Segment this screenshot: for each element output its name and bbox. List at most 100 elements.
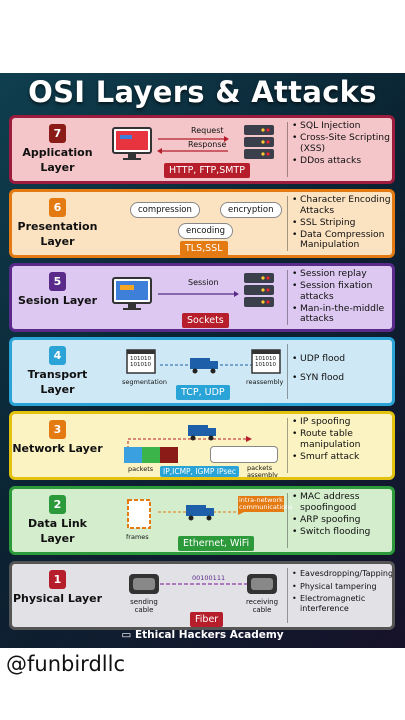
compression-pill: compression [130, 202, 200, 218]
segmentation-label: segmentation [122, 378, 167, 386]
packets-icon [124, 447, 178, 463]
attack-item: Route table manipulation [292, 428, 392, 450]
protocol-badge: IP,ICMP, IGMP IPsec [160, 466, 239, 477]
layer-name: Sesion Layer [17, 294, 98, 307]
attack-item: ARP spoofing [292, 514, 392, 526]
handle-watermark: @funbirdllc [6, 652, 125, 676]
layer-physical: 1 Physical Layer 00100111 sending cable … [9, 561, 395, 630]
server-icon [244, 125, 274, 159]
layer-number: 2 [49, 495, 66, 514]
layer-transport: 4 Transport Layer 101010 101010 segmenta… [9, 337, 395, 406]
divider [287, 196, 288, 251]
monitor-icon [112, 127, 152, 160]
footer-text: Ethical Hackers Academy [134, 629, 284, 641]
binary-text: 101010 [255, 356, 276, 362]
layer-data-link: 2 Data Link Layer frames intra-network c… [9, 486, 395, 555]
receiving-cable-label: receiving cable [245, 598, 279, 614]
layer-name: Application Layer [22, 146, 93, 174]
route-line [127, 436, 252, 449]
divider [287, 493, 288, 548]
attack-list: Session replay Session fixation attacks … [292, 268, 392, 326]
attack-item: SQL Injection [292, 120, 392, 132]
truck-icon [188, 425, 216, 441]
session-arrow [158, 291, 239, 297]
attack-list: SQL Injection Cross-Site Scripting (XSS)… [292, 120, 392, 168]
divider [287, 418, 288, 473]
attack-item: Smurf attack [292, 451, 392, 463]
attack-item: Switch flooding [292, 526, 392, 538]
layer-network: 3 Network Layer packets IP,ICMP, IGMP IP… [9, 411, 395, 480]
monitor-icon: ▭ [121, 629, 132, 641]
server-icon [244, 273, 274, 307]
attack-item: DDos attacks [292, 155, 392, 167]
attack-item: Man-in-the-middle attacks [292, 303, 392, 325]
attack-item: UDP flood [292, 353, 392, 365]
transport-diagram: 101010 101010 segmentation 101010 101010… [106, 343, 284, 400]
request-label: Request [191, 126, 224, 135]
physical-diagram: 00100111 sending cable receiving cable F… [106, 567, 282, 627]
attack-item: Cross-Site Scripting (XSS) [292, 132, 392, 154]
request-arrow [157, 136, 229, 154]
session-diagram: Session Sockets [106, 269, 282, 328]
encoding-pill: encoding [178, 223, 234, 239]
protocol-badge: HTTP, FTP,SMTP [164, 163, 250, 178]
network-diagram: packets IP,ICMP, IGMP IPsec packets asse… [106, 417, 282, 477]
poster: OSI Layers & Attacks 7 Application Layer… [0, 73, 405, 648]
attack-list: Eavesdropping/Tapping Physical tampering… [292, 569, 392, 616]
divider [287, 270, 288, 325]
attack-item: Physical tampering [292, 582, 392, 592]
layer-name: Transport Layer [27, 368, 88, 396]
layer-session: 5 Sesion Layer Session Sockets Se [9, 263, 395, 332]
connector-icon [247, 574, 277, 594]
data-window-icon [251, 349, 281, 374]
intra-network-label: intra-network communications [238, 496, 293, 512]
layer-number: 5 [49, 272, 66, 291]
layer-name: Presentation Layer [17, 220, 98, 248]
binary-text: 101010 [130, 362, 151, 368]
attack-item: SYN flood [292, 372, 392, 384]
attack-list: UDP flood SYN flood [292, 353, 392, 385]
application-diagram: Request Response HTTP, FTP,SMTP [106, 121, 282, 178]
layer-name: Data Link Layer [28, 517, 87, 545]
layer-name: Physical Layer [12, 592, 103, 605]
attack-item: Session replay [292, 268, 392, 280]
presentation-diagram: compression encryption encoding TLS,SSL [106, 195, 282, 255]
binary-text: 101010 [255, 362, 276, 368]
encryption-pill: encryption [220, 202, 282, 218]
protocol-badge: Ethernet, WiFi [178, 536, 255, 551]
poster-title: OSI Layers & Attacks [28, 75, 377, 109]
attack-item: Electromagnetic interference [292, 594, 392, 613]
reassembly-label: reassembly [246, 378, 284, 386]
layer-application: 7 Application Layer Request Response [9, 115, 395, 184]
truck-icon [158, 505, 244, 521]
data-link-diagram: frames intra-network communications Ethe… [106, 492, 293, 551]
layer-presentation: 6 Presentation Layer compression encrypt… [9, 189, 395, 258]
assembled-packet [210, 446, 278, 463]
packets-label: packets [128, 465, 154, 473]
bits-label: 00100111 [190, 574, 228, 582]
protocol-badge: TLS,SSL [180, 241, 228, 255]
divider [287, 344, 288, 399]
session-label: Session [188, 278, 219, 287]
attack-list: IP spoofing Route table manipulation Smu… [292, 416, 392, 464]
monitor-icon [112, 277, 152, 310]
attack-item: Character Encoding Attacks [292, 194, 392, 216]
data-window-icon [126, 349, 156, 374]
attack-item: IP spoofing [292, 416, 392, 428]
binary-text: 101010 [130, 356, 151, 362]
attack-item: SSL Striping [292, 217, 392, 229]
attack-item: Data Compression Manipulation [292, 229, 392, 251]
attack-list: Character Encoding Attacks SSL Striping … [292, 194, 392, 252]
protocol-badge: Sockets [182, 313, 229, 328]
protocol-badge: Fiber [190, 612, 224, 627]
attack-item: MAC address spoofingood [292, 491, 392, 513]
frames-label: frames [126, 533, 149, 541]
footer-brand: ▭ Ethical Hackers Academy [0, 629, 405, 641]
connector-icon [129, 574, 159, 594]
signal-line [160, 583, 250, 585]
divider [287, 568, 288, 623]
attack-item: Session fixation attacks [292, 280, 392, 302]
layer-number: 6 [49, 198, 66, 217]
layer-number: 4 [49, 346, 66, 365]
sending-cable-label: sending cable [130, 598, 158, 614]
